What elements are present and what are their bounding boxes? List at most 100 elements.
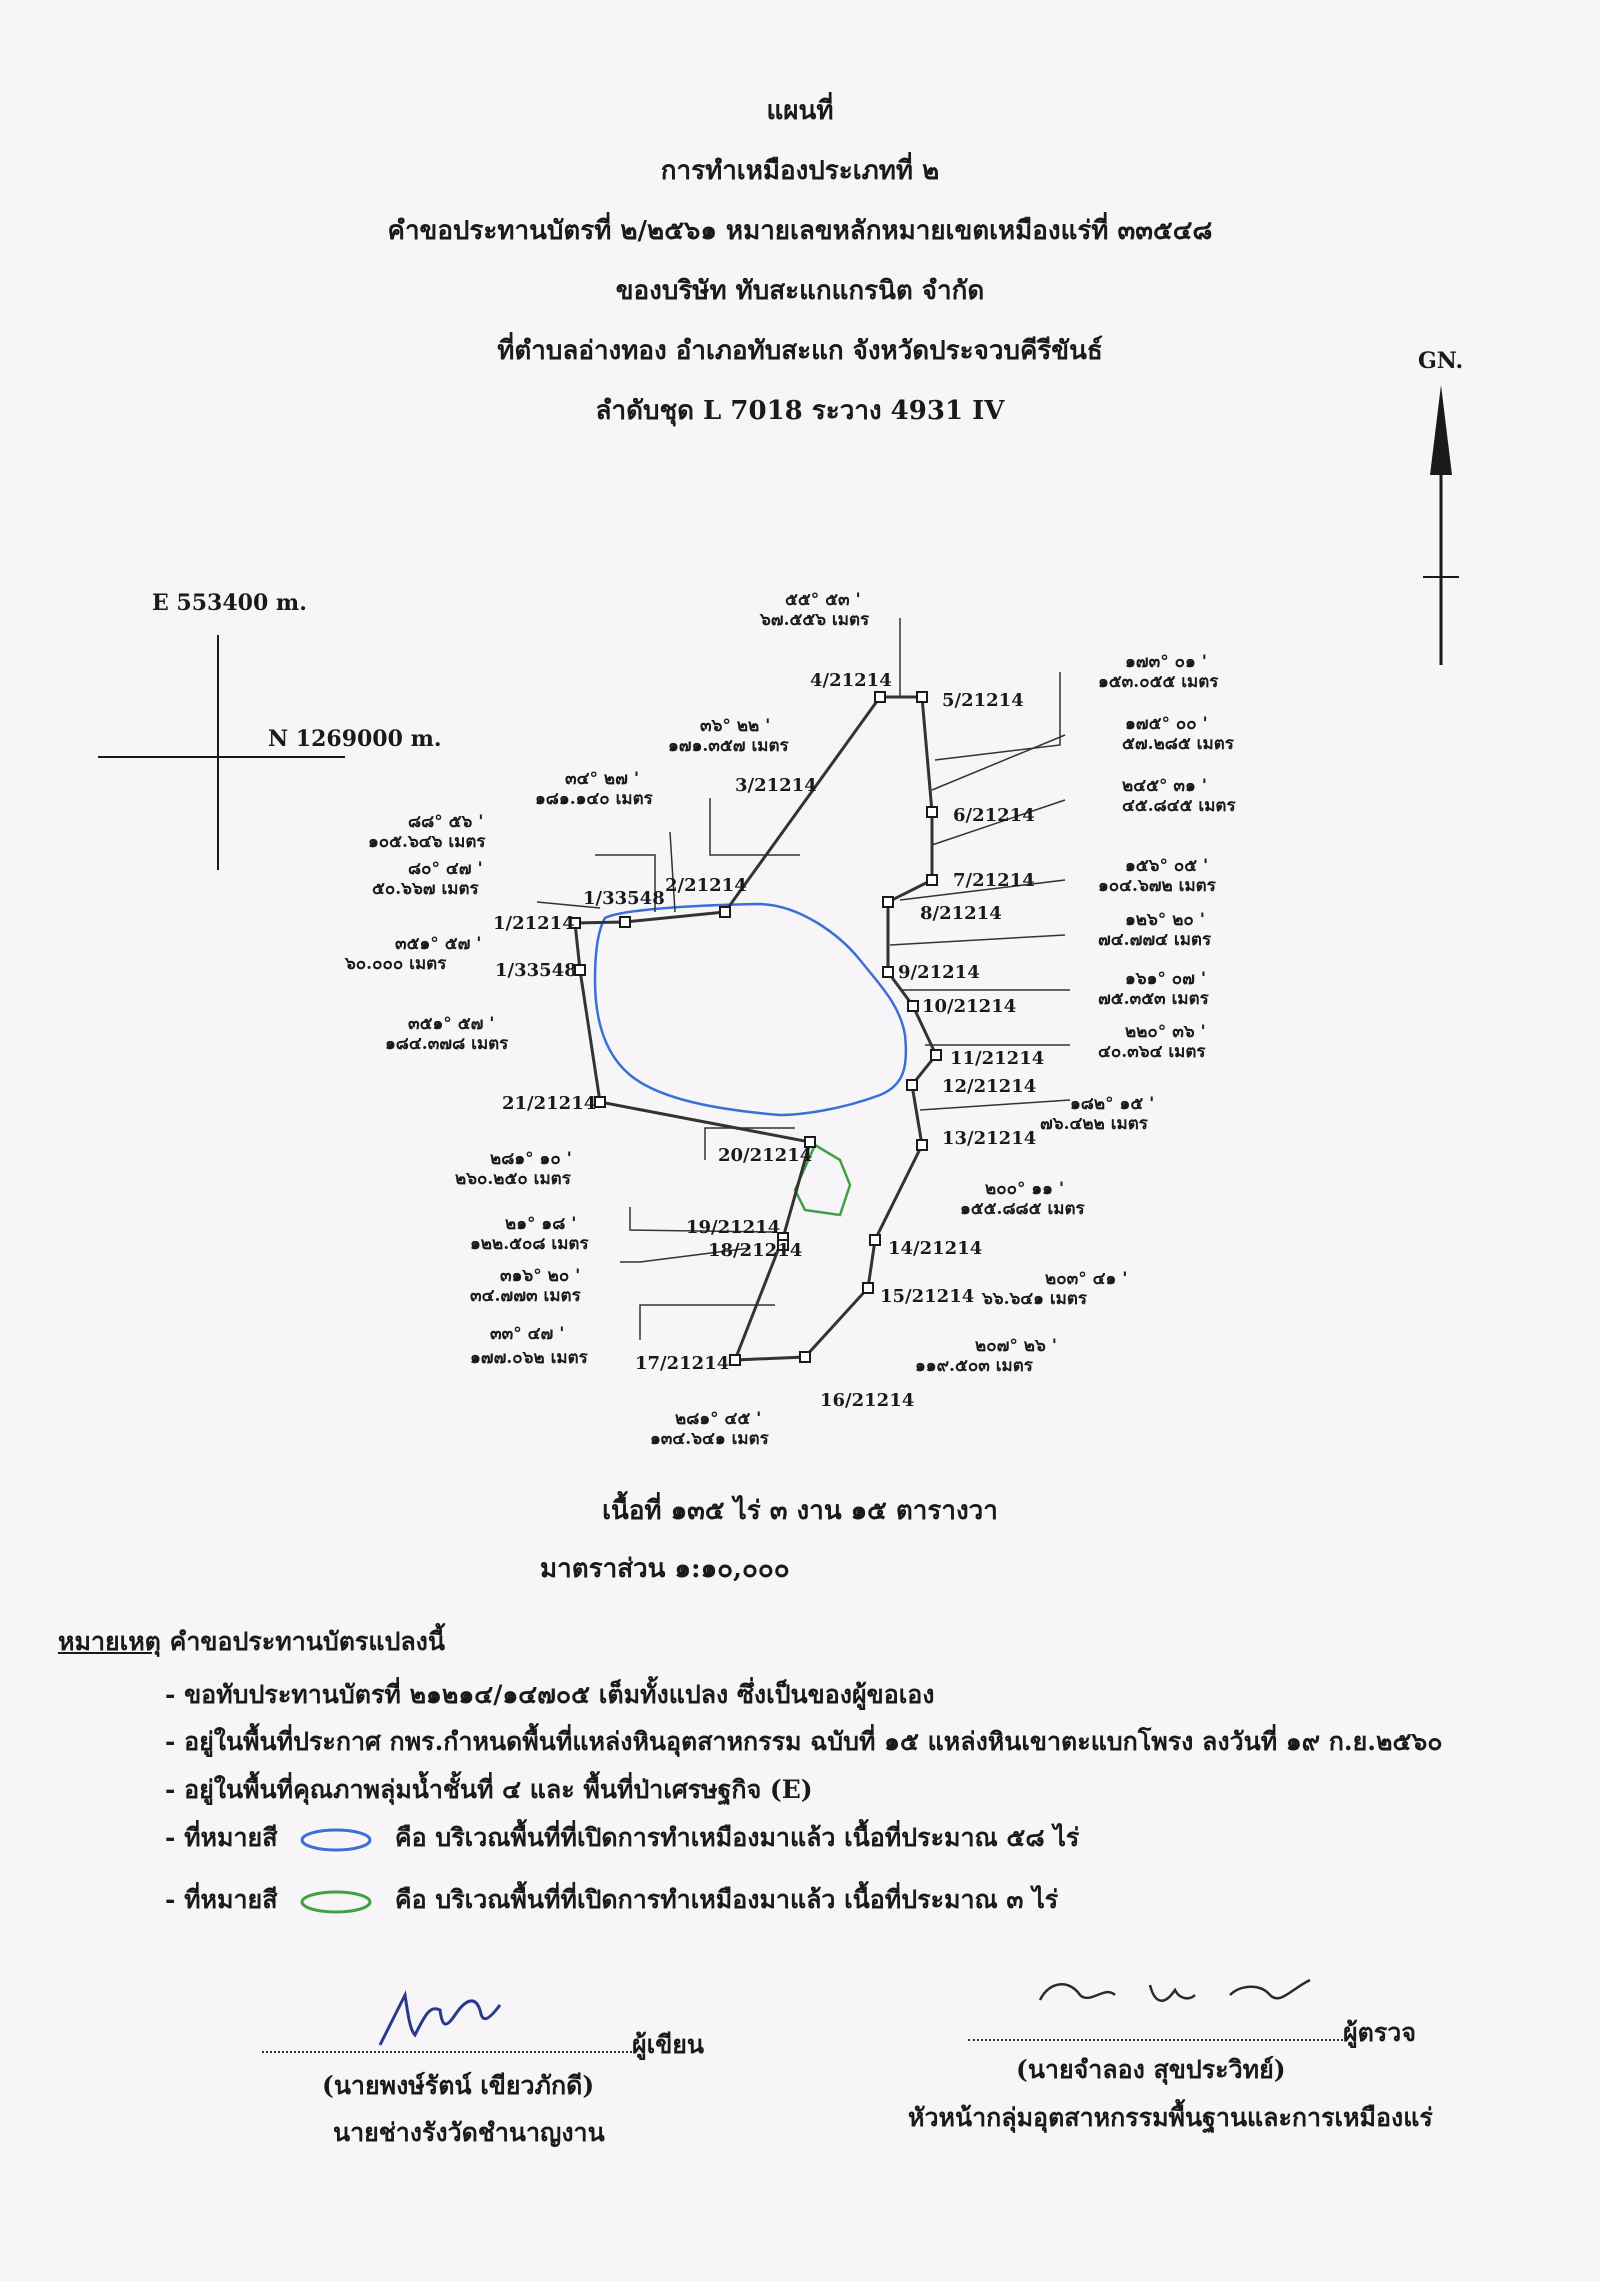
northing-label: N 1269000 m.	[268, 726, 442, 752]
bearing-angle: ๑๗๓° ๐๑ '	[1125, 652, 1207, 672]
station-label: 19/21214	[686, 1217, 781, 1238]
station-label: 1/33548	[583, 888, 665, 909]
station-label: 8/21214	[920, 903, 1002, 924]
station-label: 12/21214	[942, 1076, 1037, 1097]
bearing-distance: ๑๗๑.๓๕๗ เมตร	[668, 736, 789, 756]
bearing-distance: ๔๐.๓๖๔ เมตร	[1098, 1042, 1206, 1062]
bearing-angle: ๒๐๓° ๔๑ '	[1045, 1269, 1128, 1289]
bearing-angle: ๑๖๑° ๐๗ '	[1125, 969, 1207, 989]
bearing-angle: ๓๕๑° ๕๗ '	[408, 1014, 495, 1034]
bearing-angle: ๒๘๑° ๑๐ '	[490, 1149, 572, 1169]
legend-blue: - ที่หมายสี คือ บริเวณพื้นที่ที่เปิดการท…	[165, 1818, 1079, 1858]
note-item: - ขอทับประทานบัตรที่ ๒๑๒๑๔/๑๔๗๐๕ เต็มทั้…	[165, 1680, 935, 1709]
bearing-distance: ๑๐๕.๖๔๖ เมตร	[368, 832, 486, 852]
easting-label: E 553400 m.	[152, 590, 307, 616]
header-location: ที่ตำบลอ่างทอง อำเภอทับสะแก จังหวัดประจว…	[497, 336, 1103, 366]
bearing-distance: ๑๕๕.๘๘๕ เมตร	[960, 1199, 1085, 1219]
bearing-distance: ๒๖๐.๒๕๐ เมตร	[455, 1169, 571, 1189]
grid-crosshair	[98, 635, 345, 870]
blue-oval-icon	[300, 1828, 372, 1851]
station-label: 5/21214	[942, 690, 1024, 711]
bearing-distance: ๖๐.๐๐๐ เมตร	[345, 954, 447, 974]
inspector-role: ผู้ตรวจ	[1343, 2018, 1416, 2047]
bearing-distance: ๖๖.๖๔๑ เมตร	[982, 1289, 1088, 1309]
north-arrow-icon	[1423, 385, 1459, 665]
station-label: 1/33548	[495, 960, 577, 981]
legend-green-text: คือ บริเวณพื้นที่ที่เปิดการทำเหมืองมาแล้…	[394, 1885, 1059, 1914]
station-label: 18/21214	[708, 1240, 803, 1261]
station-label: 9/21214	[898, 962, 980, 983]
header-map-title: แผนที่	[766, 96, 834, 126]
bearing-angle: ๒๘๑° ๔๕ '	[675, 1409, 762, 1429]
notes-intro: คำขอประทานบัตรแปลงนี้	[169, 1627, 445, 1656]
legend-green: - ที่หมายสี คือ บริเวณพื้นที่ที่เปิดการท…	[165, 1880, 1058, 1920]
bearing-angle: ๓๔° ๒๗ '	[565, 769, 640, 789]
bearing-angle: ๒๑° ๑๘ '	[505, 1214, 577, 1234]
bearing-distance: ๑๓๔.๖๔๑ เมตร	[650, 1429, 769, 1449]
bearing-distance: ๕๗.๒๘๕ เมตร	[1122, 734, 1234, 754]
scale-text: มาตราส่วน ๑:๑๐,๐๐๐	[540, 1554, 790, 1584]
station-label: 20/21214	[718, 1145, 813, 1166]
green-oval-icon	[300, 1890, 372, 1913]
legend-green-prefix: - ที่หมายสี	[165, 1885, 278, 1914]
bearing-distance: ๕๐.๖๖๗ เมตร	[372, 879, 479, 899]
bearing-distance: ๗๔.๗๗๔ เมตร	[1098, 930, 1212, 950]
station-label: 15/21214	[880, 1286, 975, 1307]
station-label: 13/21214	[942, 1128, 1037, 1149]
bearing-angle: ๕๕° ๕๓ '	[785, 590, 861, 610]
bearing-distance: ๗๕.๓๕๓ เมตร	[1098, 989, 1209, 1009]
bearing-angle: ๘๐° ๔๗ '	[408, 859, 483, 879]
bearing-distance: ๑๘๔.๓๗๘ เมตร	[385, 1034, 509, 1054]
bearing-angle: ๓๖° ๒๒ '	[700, 716, 771, 736]
inspector-name: (นายจำลอง สุขประวิทย์)	[1016, 2055, 1286, 2084]
bearing-angle: ๒๔๕° ๓๑ '	[1122, 776, 1207, 796]
note-item: - อยู่ในพื้นที่ประกาศ กพร.กำหนดพื้นที่แห…	[165, 1727, 1443, 1756]
station-label: 14/21214	[888, 1238, 983, 1259]
notes-heading: หมายเหตุ คำขอประทานบัตรแปลงนี้	[58, 1622, 445, 1662]
bearing-angle: ๓๑๖° ๒๐ '	[500, 1266, 581, 1286]
bearing-distance: ๖๗.๕๕๖ เมตร	[760, 610, 870, 630]
station-label: 11/21214	[950, 1048, 1045, 1069]
bearing-distance: ๑๐๔.๖๗๒ เมตร	[1098, 876, 1216, 896]
bearing-distance: ๑๑๙.๕๐๓ เมตร	[915, 1356, 1033, 1376]
station-label: 3/21214	[735, 775, 817, 796]
writer-signature	[378, 1990, 502, 2046]
writer-title: นายช่างรังวัดชำนาญงาน	[333, 2118, 605, 2147]
header-mining-type: การทำเหมืองประเภทที่ ๒	[660, 156, 940, 186]
station-label: 10/21214	[922, 996, 1017, 1017]
bearing-angle: ๒๐๐° ๑๑ '	[985, 1179, 1065, 1199]
bearing-distance: ๑๘๑.๑๔๐ เมตร	[535, 789, 653, 809]
header-sheet: ลำดับชุด L 7018 ระวาง 4931 IV	[595, 396, 1005, 426]
area-text: เนื้อที่ ๑๓๕ ไร่ ๓ งาน ๑๕ ตารางวา	[602, 1496, 998, 1526]
bearing-distance: ๓๔.๗๗๓ เมตร	[470, 1286, 581, 1306]
inspector-signature	[1038, 1978, 1311, 2002]
station-label: 2/21214	[665, 875, 747, 896]
notes-title: หมายเหตุ	[58, 1627, 161, 1656]
header-company: ของบริษัท ทับสะแกแกรนิต จำกัด	[615, 276, 985, 306]
bearing-angle: ๓๕๑° ๕๗ '	[395, 934, 482, 954]
legend-blue-prefix: - ที่หมายสี	[165, 1823, 278, 1852]
bearing-distance: ๑๕๓.๐๕๕ เมตร	[1098, 672, 1219, 692]
bearing-angle: ๓๓° ๔๗ '	[490, 1324, 565, 1344]
bearing-distance: ๑๒๒.๕๐๘ เมตร	[470, 1234, 589, 1254]
station-label: 16/21214	[820, 1390, 915, 1411]
station-label: 7/21214	[953, 870, 1035, 891]
bearing-angle: ๘๘° ๕๖ '	[408, 812, 484, 832]
blue-pit-outline	[593, 902, 908, 1117]
north-label: GN.	[1418, 348, 1464, 374]
bearing-angle: ๑๕๖° ๐๕ '	[1125, 856, 1209, 876]
bearing-angle: ๑๒๖° ๒๐ '	[1125, 910, 1205, 930]
inspector-signature-line: ผู้ตรวจ	[968, 2013, 1416, 2053]
leader-lines	[536, 618, 1071, 1340]
station-label: 17/21214	[635, 1353, 730, 1374]
bearing-angle: ๒๐๗° ๒๖ '	[975, 1336, 1057, 1356]
bearing-distance: ๗๖.๔๒๒ เมตร	[1040, 1114, 1148, 1134]
writer-signature-line: ผู้เขียน	[262, 2025, 704, 2065]
station-label: 4/21214	[810, 670, 892, 691]
header-application: คำขอประทานบัตรที่ ๒/๒๕๖๑ หมายเลขหลักหมาย…	[387, 216, 1213, 246]
station-label: 1/21214	[493, 913, 575, 934]
note-item: - อยู่ในพื้นที่คุณภาพลุ่มน้ำชั้นที่ ๔ แล…	[165, 1775, 813, 1804]
writer-role: ผู้เขียน	[632, 2030, 705, 2059]
station-markers	[569, 691, 942, 1366]
